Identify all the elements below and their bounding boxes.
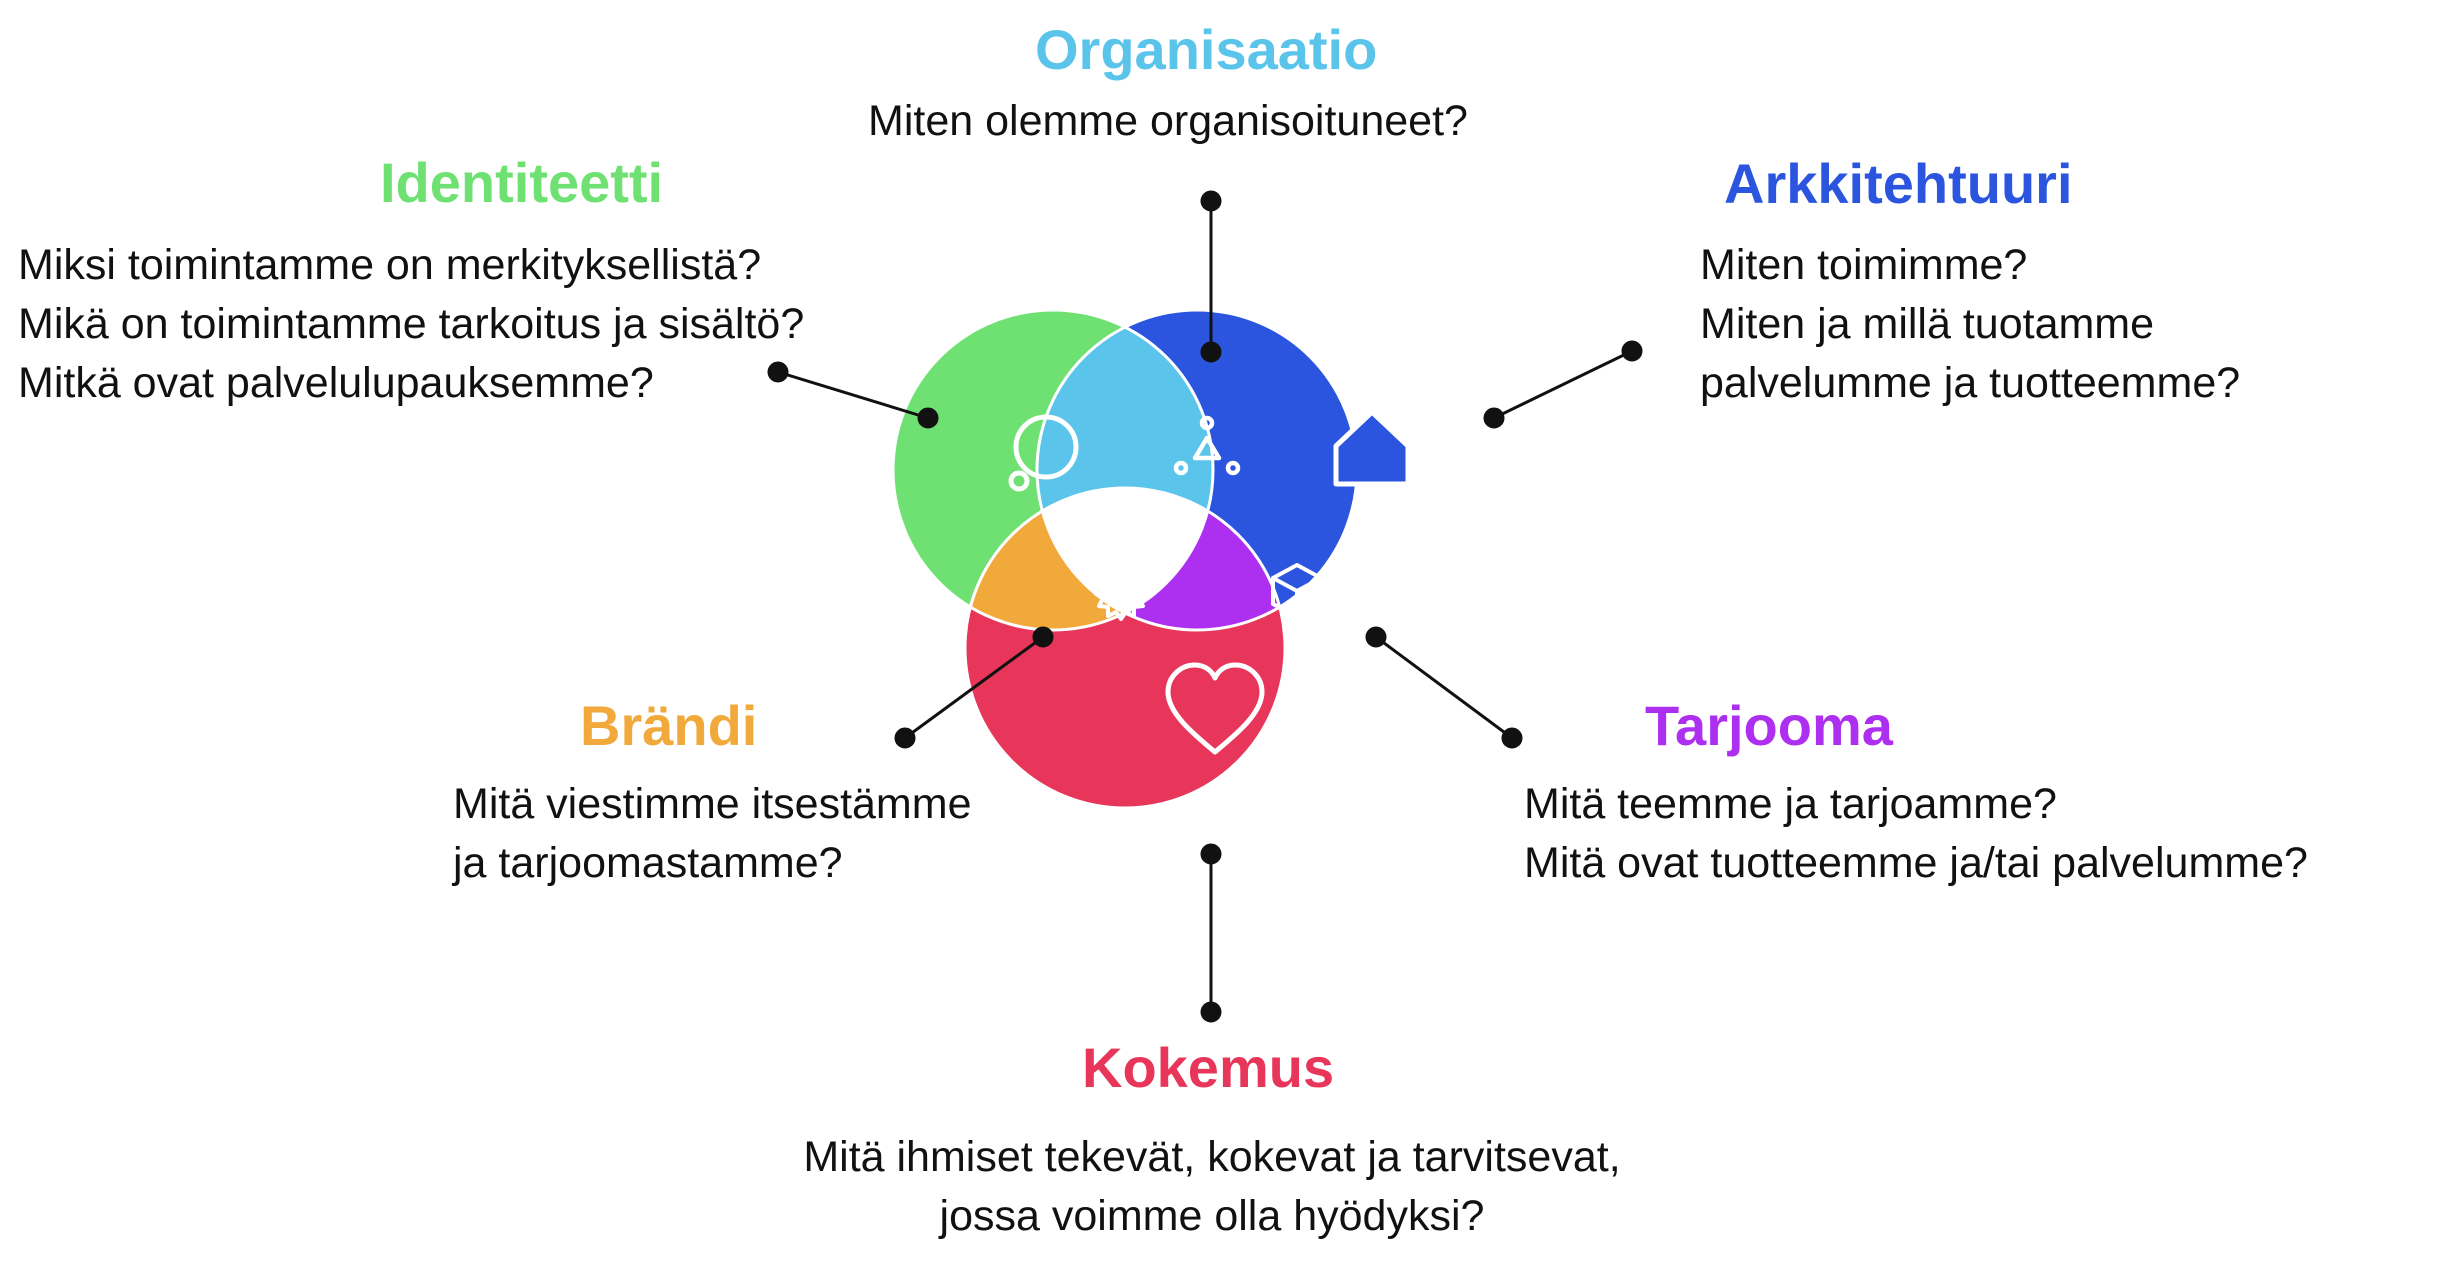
- heart-icon: [1165, 662, 1265, 755]
- tarjooma-line-2: Mitä ovat tuotteemme ja/tai palvelumme?: [1524, 839, 2308, 887]
- organisaatio-description: Miten olemme organisoituneet?: [868, 92, 1468, 151]
- cube-icon: [1271, 563, 1323, 619]
- arkkitehtuuri-description: Miten toimimme? Miten ja millä tuotamme …: [1700, 236, 2240, 413]
- brandi-description: Mitä viestimme itsestämme ja tarjoomasta…: [453, 775, 971, 893]
- identiteetti-line-1: Miksi toimintamme on merkityksellistä?: [18, 241, 762, 289]
- arkkitehtuuri-line-2: Miten ja millä tuotamme: [1700, 300, 2155, 348]
- brandi-line-1: Mitä viestimme itsestämme: [453, 780, 972, 828]
- arkkitehtuuri-line-3: palvelumme ja tuotteemme?: [1700, 359, 2241, 407]
- brandi-connector: [894, 626, 1054, 749]
- tarjooma-connector: [1365, 626, 1523, 749]
- kokemus-line-2: jossa voimme olla hyödyksi?: [939, 1192, 1485, 1240]
- brandi-line-2: ja tarjoomastamme?: [453, 839, 843, 887]
- sun-icon: [1094, 567, 1148, 621]
- network-triangle-icon: [1173, 415, 1241, 476]
- organisaatio-title: Organisaatio: [1035, 18, 1378, 81]
- identiteetti-connector: [767, 361, 939, 429]
- identiteetti-line-2: Mikä on toimintamme tarkoitus ja sisältö…: [18, 300, 805, 348]
- arkkitehtuuri-connector: [1483, 340, 1643, 429]
- arkkitehtuuri-line-1: Miten toimimme?: [1700, 241, 2028, 289]
- speech-bubble-icon: [1008, 414, 1079, 492]
- identiteetti-description: Miksi toimintamme on merkityksellistä? M…: [18, 236, 804, 413]
- kokemus-connector: [1200, 843, 1222, 1023]
- organisaatio-connector: [1200, 190, 1222, 363]
- brandi-title: Brändi: [580, 694, 758, 757]
- kokemus-line-1: Mitä ihmiset tekevät, kokevat ja tarvits…: [803, 1133, 1621, 1181]
- tarjooma-line-1: Mitä teemme ja tarjoamme?: [1524, 780, 2057, 828]
- kokemus-description: Mitä ihmiset tekevät, kokevat ja tarvits…: [712, 1128, 1712, 1246]
- identiteetti-title: Identiteetti: [380, 151, 664, 214]
- kokemus-title: Kokemus: [1082, 1036, 1335, 1099]
- house-icon: [1333, 409, 1411, 487]
- identiteetti-line-3: Mitkä ovat palvelulupauksemme?: [18, 359, 654, 407]
- tarjooma-description: Mitä teemme ja tarjoamme? Mitä ovat tuot…: [1524, 775, 2308, 893]
- tarjooma-title: Tarjooma: [1645, 694, 1893, 757]
- organisaatio-line-1: Miten olemme organisoituneet?: [868, 97, 1468, 145]
- arkkitehtuuri-title: Arkkitehtuuri: [1724, 152, 2073, 215]
